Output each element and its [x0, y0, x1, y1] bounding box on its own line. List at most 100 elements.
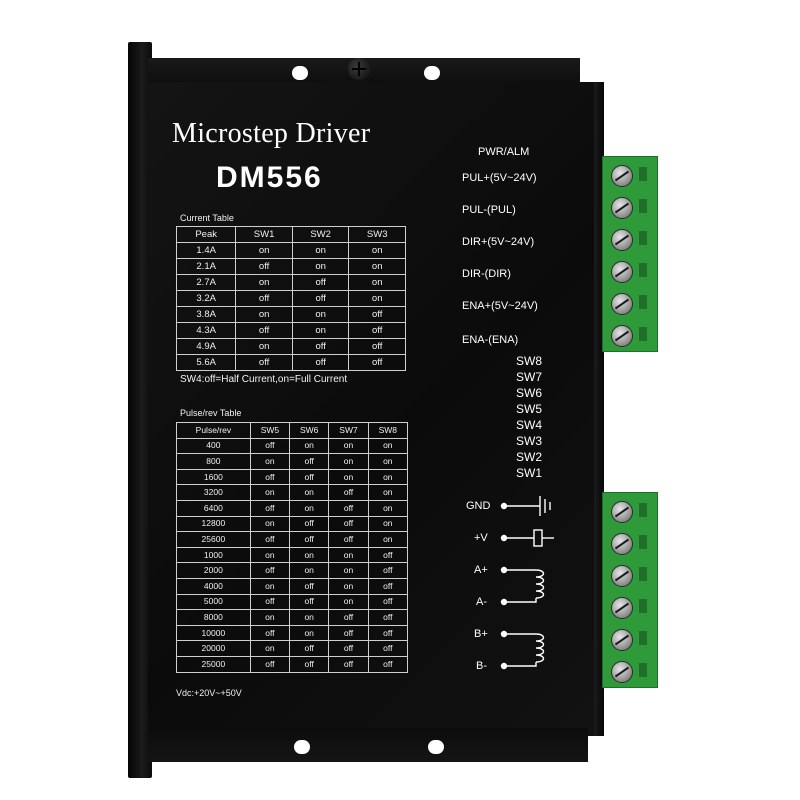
mounting-slot [292, 66, 308, 80]
ena-minus-label: ENA-(ENA) [462, 334, 519, 346]
table-cell: on [367, 499, 409, 517]
pulse-table-caption: Pulse/rev Table [180, 408, 242, 418]
table-cell: off [249, 624, 291, 642]
dir-minus-label: DIR-(DIR) [462, 268, 511, 280]
terminal-position [603, 591, 657, 623]
table-cell: 2.1A [175, 258, 237, 275]
table-cell: off [289, 655, 330, 673]
terminal-tab [639, 263, 647, 277]
table-cell: off [291, 274, 350, 291]
table-cell: 3.2A [175, 290, 237, 307]
table-cell: on [289, 437, 330, 455]
current-table-caption: Current Table [180, 213, 234, 223]
terminal-position [603, 559, 657, 591]
table-cell: 4.3A [175, 322, 237, 339]
table-cell: off [291, 290, 350, 307]
terminal-tab [639, 167, 647, 181]
table-cell: 12800 [176, 515, 251, 533]
mounting-slot [294, 740, 310, 754]
table-cell: 8000 [176, 609, 251, 626]
switch-label: SW5 [516, 402, 543, 416]
table-cell: 1000 [176, 546, 251, 564]
table-cell: on [367, 453, 409, 470]
table-cell: 1600 [176, 468, 251, 486]
table-cell: off [289, 453, 330, 470]
terminal-tab [639, 327, 647, 341]
terminal-screw-icon [611, 261, 633, 283]
table-cell: off [289, 640, 330, 657]
table-cell: 1.4A [175, 242, 237, 259]
table-cell: off [367, 577, 409, 595]
terminal-position [603, 527, 657, 559]
terminal-tab [639, 295, 647, 309]
terminal-screw-icon [611, 565, 633, 587]
table-cell: off [249, 468, 291, 486]
table-cell: on [291, 242, 350, 259]
terminal-screw-icon [611, 533, 633, 555]
terminal-tab [639, 199, 647, 213]
table-cell: on [367, 437, 409, 455]
mounting-slot [424, 66, 440, 80]
table-cell: 4.9A [175, 338, 237, 355]
terminal-tab [639, 599, 647, 613]
signal-terminal-block [602, 156, 658, 352]
sw4-note: SW4:off=Half Current,on=Full Current [180, 374, 348, 385]
gnd-label: GND [466, 500, 491, 512]
table-cell: off [367, 546, 409, 564]
table-cell: off [367, 640, 409, 657]
table-cell: on [328, 453, 369, 470]
table-header: SW3 [348, 226, 406, 243]
terminal-screw-icon [611, 293, 633, 315]
terminal-screw-icon [611, 501, 633, 523]
terminal-screw-icon [611, 229, 633, 251]
table-cell: on [367, 531, 409, 548]
table-cell: on [235, 338, 293, 355]
a-plus-terminal-dot [500, 566, 508, 574]
table-cell: 6400 [176, 499, 251, 517]
a-minus-label: A- [476, 596, 487, 608]
a-minus-terminal-dot [500, 598, 508, 606]
table-cell: 2000 [176, 562, 251, 579]
table-cell: on [289, 562, 330, 579]
b-plus-label: B+ [474, 628, 488, 640]
table-cell: off [291, 338, 350, 355]
switch-label: SW2 [516, 450, 543, 464]
coil-a-icon [506, 569, 545, 603]
terminal-position [603, 191, 657, 223]
table-cell: off [367, 655, 409, 673]
terminal-position [603, 623, 657, 655]
pwr-alm-label: PWR/ALM [478, 146, 530, 158]
table-cell: on [235, 242, 293, 259]
table-cell: on [289, 546, 330, 564]
table-cell: on [367, 515, 409, 533]
table-cell: on [289, 609, 330, 626]
switch-label: SW7 [516, 370, 543, 384]
table-cell: off [289, 577, 330, 595]
table-cell: on [235, 306, 293, 323]
housing-screw [348, 58, 370, 80]
table-cell: off [328, 609, 369, 626]
terminal-position [603, 159, 657, 191]
table-cell: off [289, 593, 330, 611]
table-cell: off [249, 531, 291, 548]
table-cell: 25000 [176, 655, 251, 673]
table-cell: on [348, 258, 406, 275]
supply-voltage-note: Vdc:+20V~+50V [176, 688, 242, 698]
table-cell: off [249, 499, 291, 517]
terminal-tab [639, 535, 647, 549]
table-header: SW6 [289, 422, 330, 439]
table-cell: off [235, 290, 293, 307]
table-cell: 3.8A [175, 306, 237, 323]
table-cell: off [291, 354, 350, 371]
